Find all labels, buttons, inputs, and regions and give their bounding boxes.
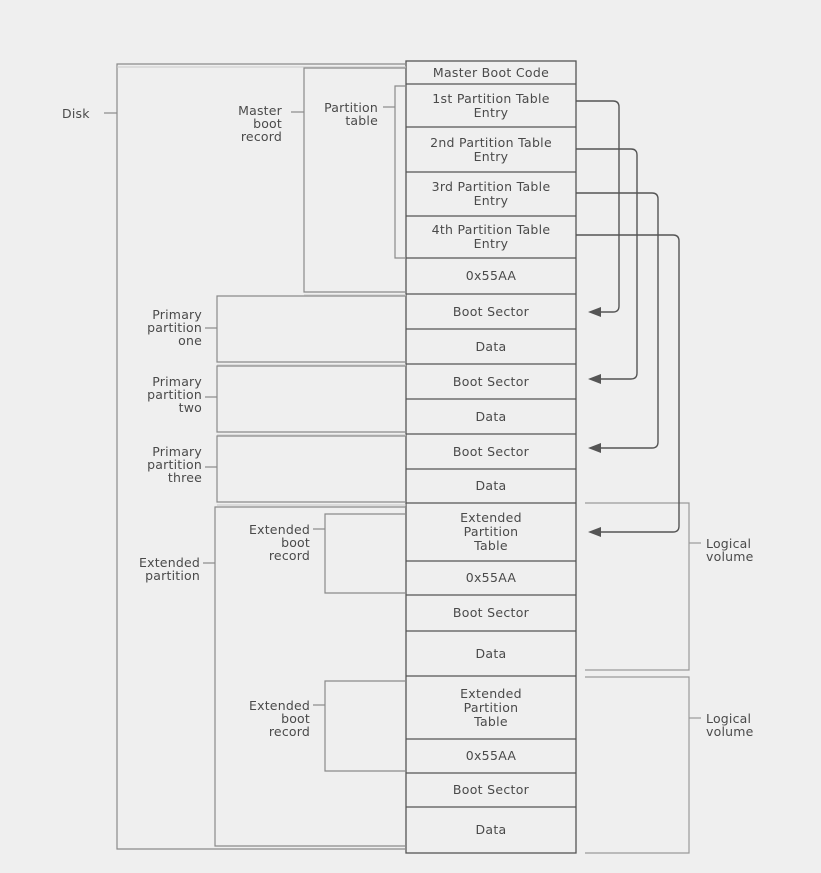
disk-bracket (116, 63, 406, 850)
label-master-boot-record: Master boot record (238, 103, 282, 144)
label-extended-boot-record-1: Extended boot record (249, 522, 310, 563)
cell-master-boot-code: Master Boot Code (432, 64, 550, 80)
arrow-pte1 (576, 100, 620, 313)
label-extended-boot-record-2: Extended boot record (249, 698, 310, 739)
cell-boot-sector-p1: Boot Sector (452, 303, 530, 319)
ebr1-bracket (324, 513, 406, 594)
label-extended-partition: Extended partition (139, 555, 200, 583)
cell-partition-entry-4: 4th Partition Table Entry (431, 222, 551, 251)
layout-column-outline (405, 60, 577, 854)
cell-mbr-signature: 0x55AA (465, 268, 517, 283)
cell-boot-sector-l1: Boot Sector (452, 605, 530, 620)
label-logical-volume-1: Logical volume (706, 536, 754, 564)
mbr-bracket (303, 67, 406, 293)
arrow-pte4 (576, 234, 680, 533)
primary-three-bracket (216, 435, 406, 503)
label-disk: Disk (62, 106, 90, 121)
cell-ebr2-signature: 0x55AA (465, 748, 517, 763)
cell-data-l2: Data (475, 822, 507, 837)
arrowhead-4 (588, 527, 601, 537)
logical-volume-1-bracket (585, 502, 690, 671)
cell-partition-entry-1: 1st Partition Table Entry (432, 90, 550, 120)
ebr2-bracket (324, 680, 406, 772)
logical-volume-2-bracket (585, 676, 690, 854)
label-primary-partition-one: Primary partition one (147, 307, 202, 348)
cell-data-p3: Data (475, 478, 507, 493)
cell-data-p2: Data (475, 408, 507, 424)
arrowhead-3 (588, 443, 601, 453)
arrowhead-1 (588, 307, 601, 317)
label-primary-partition-three: Primary partition three (147, 444, 202, 485)
cell-boot-sector-p3: Boot Sector (452, 443, 530, 459)
label-logical-volume-2: Logical volume (706, 711, 754, 739)
label-partition-table: Partition table (324, 100, 378, 128)
cell-partition-entry-3: 3rd Partition Table Entry (431, 179, 551, 208)
cell-partition-entry-2: 2nd Partition Table Entry (430, 134, 552, 164)
cell-extended-partition-table-2: Extended Partition Table (460, 685, 522, 729)
extended-partition-bracket (214, 506, 406, 847)
arrowhead-2 (588, 374, 601, 384)
partition-table-bracket (394, 85, 406, 259)
cell-data-p1: Data (475, 338, 507, 354)
primary-two-bracket (216, 365, 406, 433)
cell-data-l1: Data (475, 645, 507, 661)
arrow-pte2 (576, 148, 638, 380)
primary-one-bracket (216, 295, 406, 363)
cell-boot-sector-p2: Boot Sector (452, 373, 530, 389)
cell-extended-partition-table-1: Extended Partition Table (460, 510, 522, 553)
arrow-pte3 (576, 192, 659, 449)
cell-ebr1-signature: 0x55AA (465, 570, 517, 585)
cell-boot-sector-l2: Boot Sector (452, 782, 530, 797)
label-primary-partition-two: Primary partition two (147, 374, 202, 415)
